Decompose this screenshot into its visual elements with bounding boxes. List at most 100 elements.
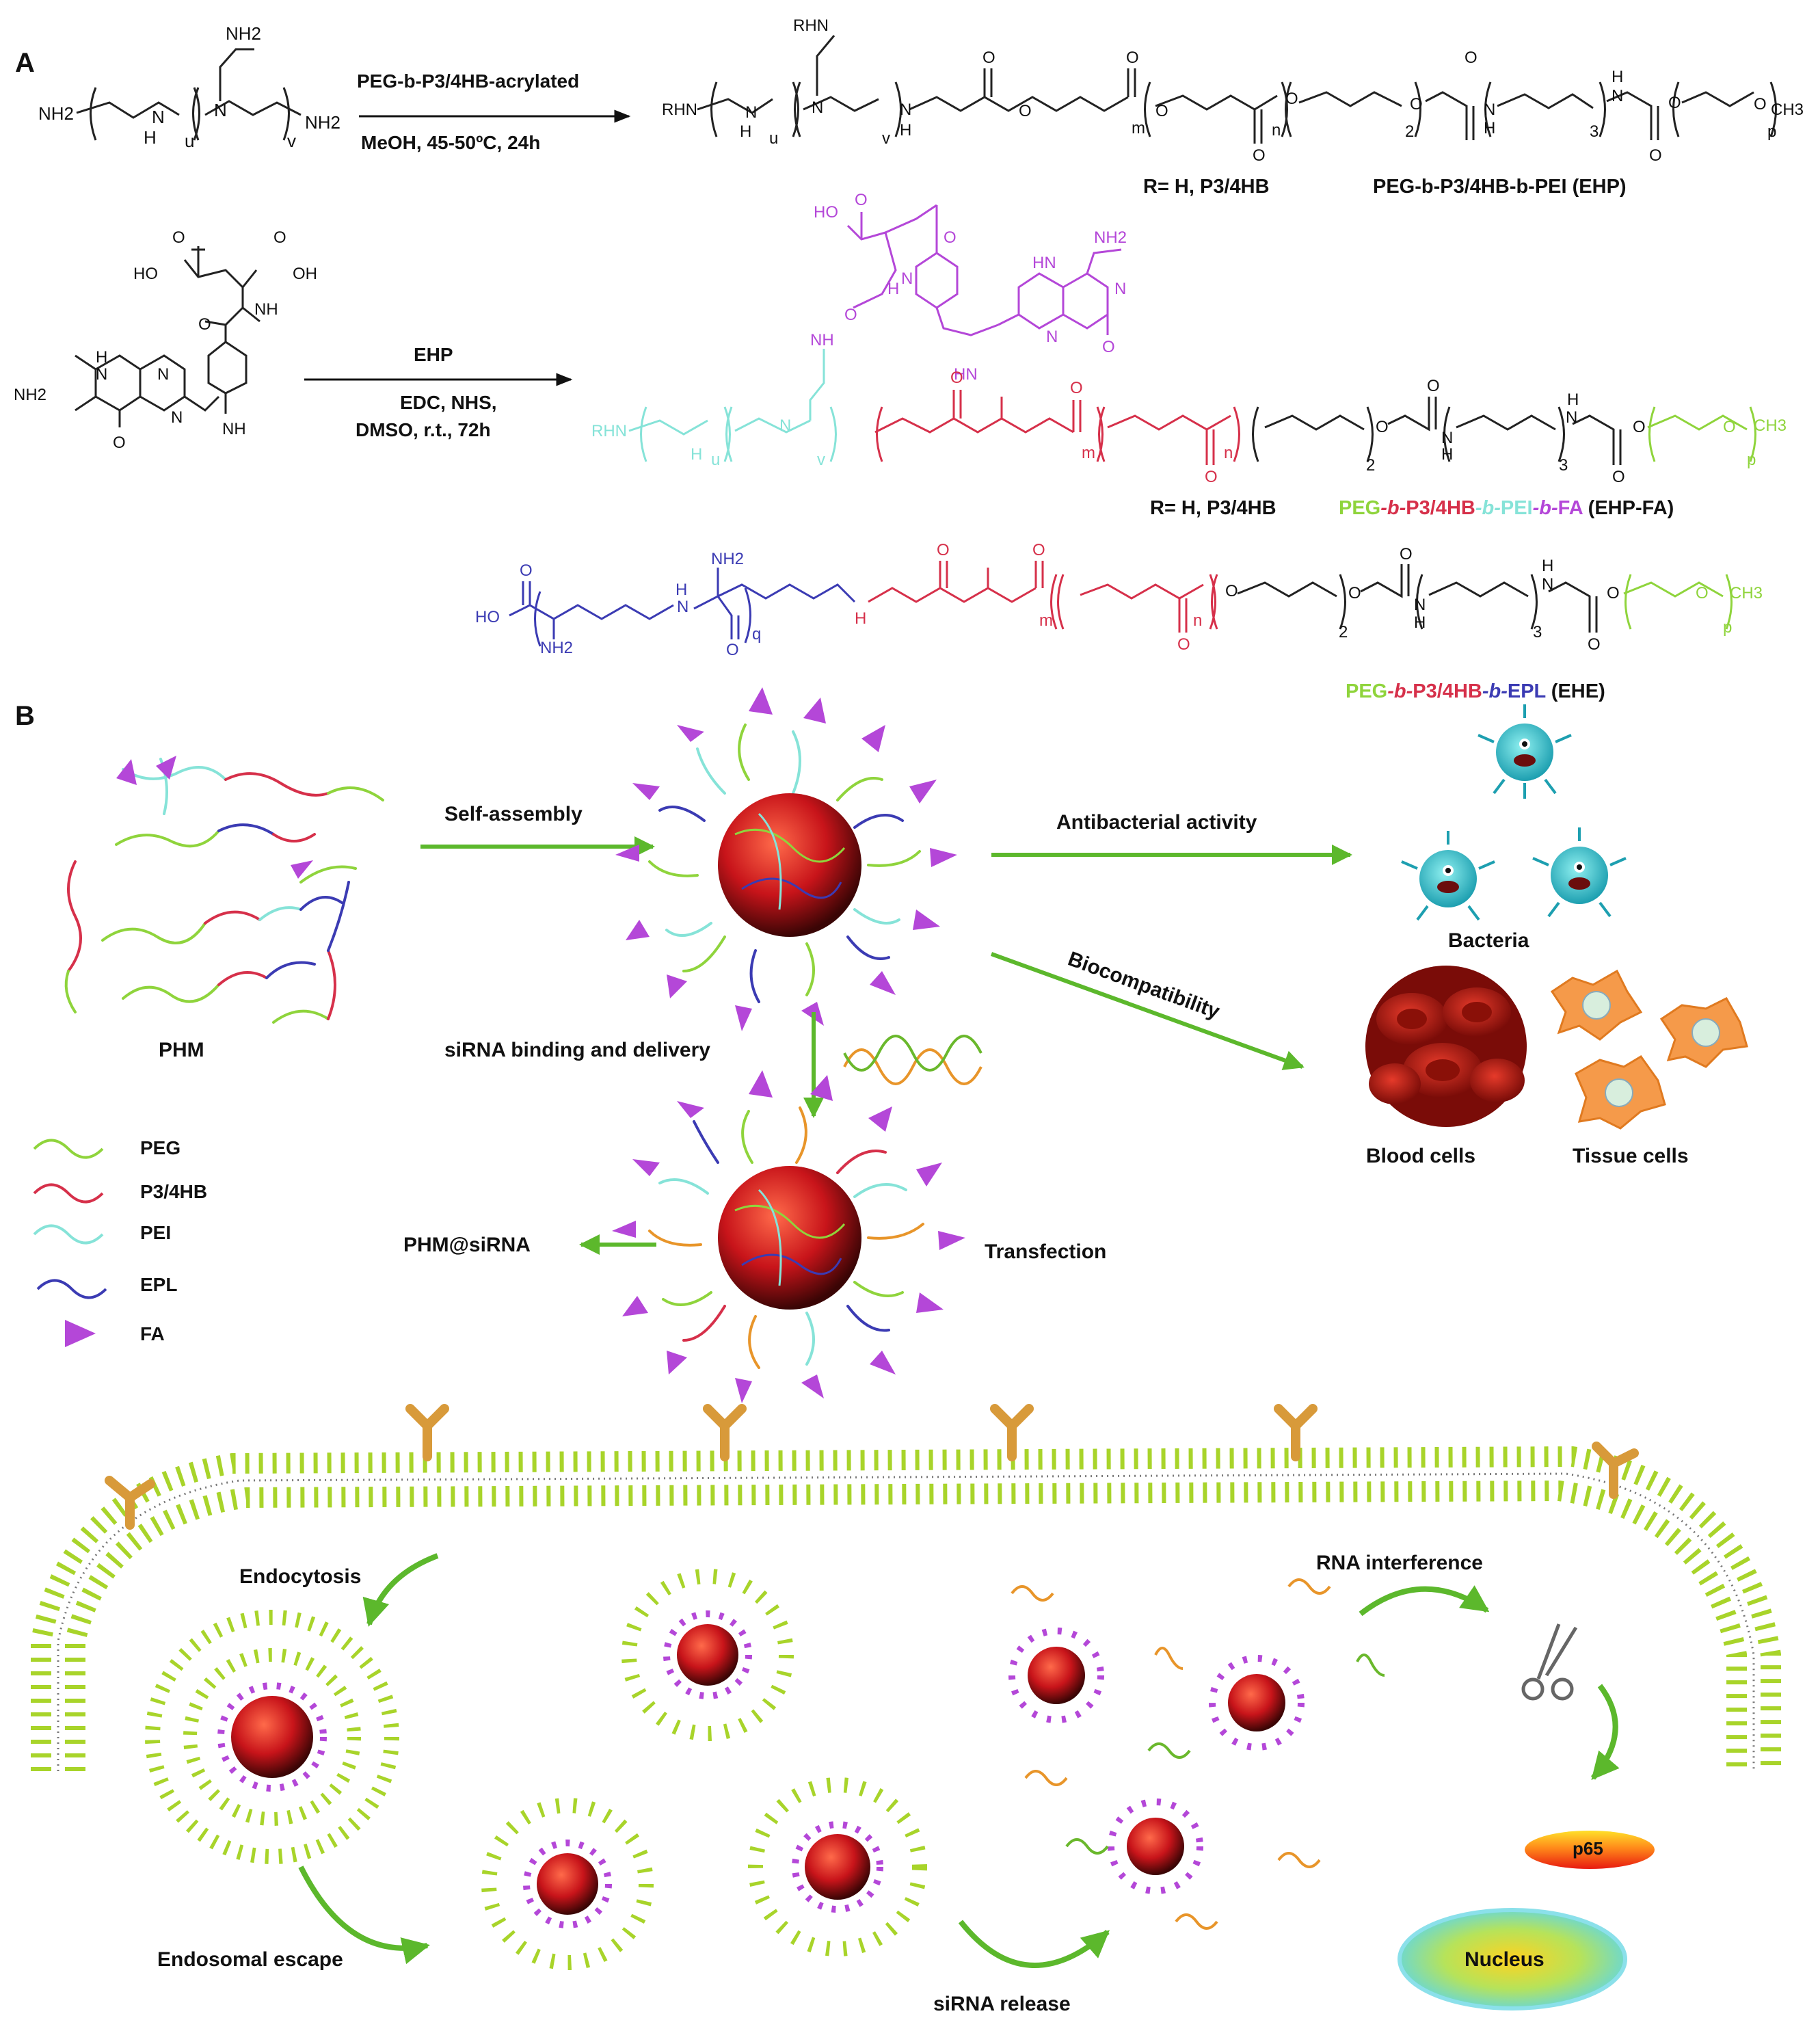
atom-label: RHN [662, 101, 697, 119]
atom-label: CH3 [1771, 101, 1804, 119]
bacteria-label: Bacteria [1448, 929, 1529, 952]
atom-label: m [1082, 444, 1095, 462]
atom-label: H [96, 348, 107, 367]
micelle-folate-markers [615, 687, 957, 1031]
atom-label: O [944, 228, 957, 247]
atom-label: O [1696, 584, 1709, 602]
atom-label: N [96, 365, 107, 384]
blood-cells-illustration [1365, 966, 1527, 1127]
atom-label: O [844, 306, 857, 324]
atom-label: p [1747, 451, 1756, 469]
atom-label: H [887, 280, 899, 298]
process-arrows [298, 1553, 1620, 1968]
phm-micelle [615, 687, 957, 1031]
membrane-inner [65, 1480, 1747, 1771]
micelle-corona [648, 724, 921, 1003]
atom-label: N [812, 98, 823, 117]
endocytosis-arrow [362, 1553, 439, 1627]
atom-label: NH2 [38, 103, 74, 124]
reaction3-product-name: PEG-b-P3/4HB-b-EPL (EHE) [1346, 680, 1605, 702]
legend: PEG P3/4HB PEI EPL FA [33, 1137, 207, 1347]
sirna-releasing-micelle [1108, 1799, 1203, 1894]
cell-membrane [31, 1446, 1781, 1771]
pei-segment-structure [628, 349, 837, 462]
escaping-micelle [748, 1777, 927, 1956]
legend-label: P3/4HB [140, 1181, 207, 1202]
micelle-corona [648, 1106, 924, 1369]
atom-label: O [937, 541, 950, 559]
atom-label: CH3 [1730, 584, 1763, 602]
atom-label: NH2 [1094, 228, 1127, 247]
blood-cells-label: Blood cells [1366, 1145, 1475, 1167]
product-suffix: (EHP-FA) [1583, 497, 1674, 519]
atom-label: N [1612, 87, 1623, 105]
atom-label: O [1032, 541, 1045, 559]
atom-label: O [1633, 418, 1646, 436]
product-part-b: -b- [1482, 680, 1508, 702]
atom-label: O [1225, 582, 1238, 600]
atom-label: N [745, 103, 757, 122]
atom-label: u [711, 451, 720, 469]
linker-structure [1237, 564, 1598, 633]
product-suffix: (EHE) [1546, 680, 1605, 702]
product-part-peg: PEG [1339, 497, 1380, 519]
atom-label: N [901, 269, 913, 288]
reaction1-product-name: PEG-b-P3/4HB-b-PEI (EHP) [1373, 176, 1627, 198]
atom-label: HO [475, 608, 500, 626]
product-part-p34hb: P3/4HB [1413, 680, 1482, 702]
atom-label: NH [222, 420, 246, 438]
product-part-b: -b- [1387, 680, 1413, 702]
tissue-cells-illustration [1550, 969, 1748, 1130]
self-assembly-label: Self-assembly [444, 803, 583, 825]
nucleus [1398, 1908, 1627, 2010]
micelle-core [718, 1166, 861, 1310]
legend-label: PEI [140, 1222, 171, 1243]
atom-label: O [1668, 94, 1681, 112]
atom-label: O [1649, 146, 1662, 165]
atom-label: O [1155, 102, 1168, 120]
atom-label: p [1767, 122, 1776, 141]
atom-label: v [817, 451, 825, 469]
atom-label: N [1484, 101, 1495, 119]
atom-label: H [1567, 390, 1579, 409]
product-part-epl: EPL [1508, 680, 1546, 702]
atom-label: H [1612, 68, 1623, 86]
legend-swatch-epl [36, 1279, 107, 1299]
membrane-outer [31, 1446, 1781, 1771]
reaction1-conditions: MeOH, 45-50ºC, 24h [361, 132, 540, 153]
atom-label: O [1754, 95, 1767, 114]
atom-label: O [1177, 635, 1190, 654]
panel-b-label: B [15, 701, 35, 731]
product-part-pei: PEI [1501, 497, 1533, 519]
atom-label: N [1114, 280, 1126, 298]
micelle-folate-markers [612, 1070, 965, 1403]
atom-label: N [214, 100, 227, 120]
tissue-cell [1550, 969, 1643, 1041]
biocompatibility-label: Biocompatibility [1065, 948, 1223, 1024]
atom-label: 2 [1366, 456, 1375, 475]
tissue-cell [1659, 997, 1748, 1068]
sirna-release-arrow [958, 1920, 1110, 1968]
phm-label: PHM [159, 1039, 204, 1061]
atom-label: O [1102, 338, 1115, 356]
atom-label: RHN [793, 16, 829, 35]
sirna-releasing-micelle [1008, 1628, 1104, 1723]
reaction2-product-name: PEG-b-P3/4HB-b-PEI-b-FA (EHP-FA) [1339, 497, 1674, 519]
p34hb-segment-structure [874, 390, 1240, 465]
atom-label: 2 [1405, 122, 1414, 141]
atom-label: O [1253, 146, 1266, 165]
atom-label: n [1272, 121, 1281, 140]
reaction2-reagent: EHP [414, 344, 453, 365]
product-part-b: -b- [1475, 497, 1501, 519]
atom-label: 2 [1339, 623, 1348, 641]
atom-label: O [1348, 584, 1361, 602]
sirna-helix-icon [843, 1035, 982, 1085]
product-part-p34hb: P3/4HB [1406, 497, 1475, 519]
bacterium [1401, 831, 1495, 921]
atom-label: 3 [1590, 122, 1599, 141]
atom-label: O [1126, 49, 1139, 67]
atom-label: O [1465, 49, 1478, 67]
atom-label: O [1019, 102, 1032, 120]
atom-label: n [1224, 444, 1233, 462]
atom-label: H [1542, 557, 1553, 575]
